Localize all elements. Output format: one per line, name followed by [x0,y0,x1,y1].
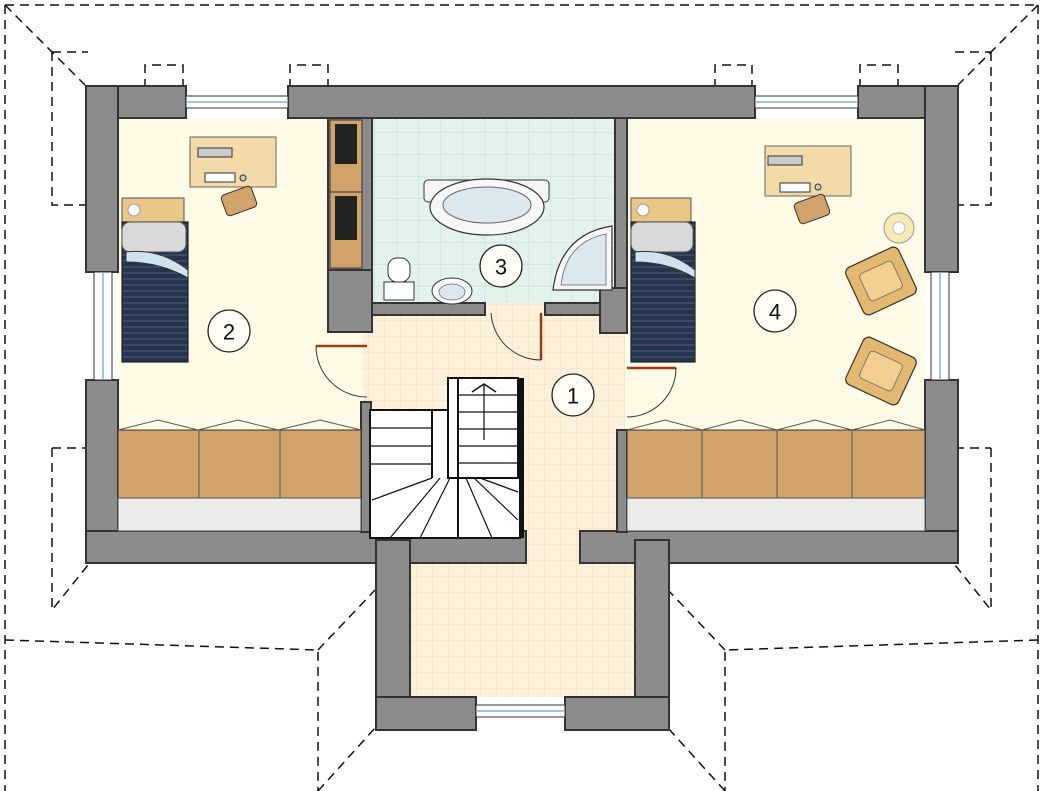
lower-hall-floor [410,539,635,697]
keyboard-icon [204,172,236,183]
keyboard-icon [779,182,811,193]
bathroom-fixtures [383,178,613,305]
pillow [630,221,694,253]
wardrobe [626,429,926,499]
chair-icon [220,185,258,217]
room-label-1: 1 [551,373,595,417]
bedroom-right-furniture [626,145,926,532]
doors [315,312,677,418]
bedroom-left-furniture [117,119,363,532]
toilet [387,257,411,283]
windows [93,95,950,718]
staircase [369,377,521,539]
room-label-3: 3 [479,244,523,288]
room-label-4: 4 [753,289,797,333]
walls [85,85,959,731]
monitor-icon [767,155,803,166]
svg-text:3: 3 [495,255,507,280]
pillow [121,221,187,253]
svg-text:1: 1 [567,384,579,409]
room-label-2: 2 [207,309,251,353]
svg-text:4: 4 [769,300,781,325]
svg-text:2: 2 [223,320,235,345]
chair-icon [793,193,831,225]
monitor-icon [197,147,233,158]
wardrobe [117,429,362,499]
